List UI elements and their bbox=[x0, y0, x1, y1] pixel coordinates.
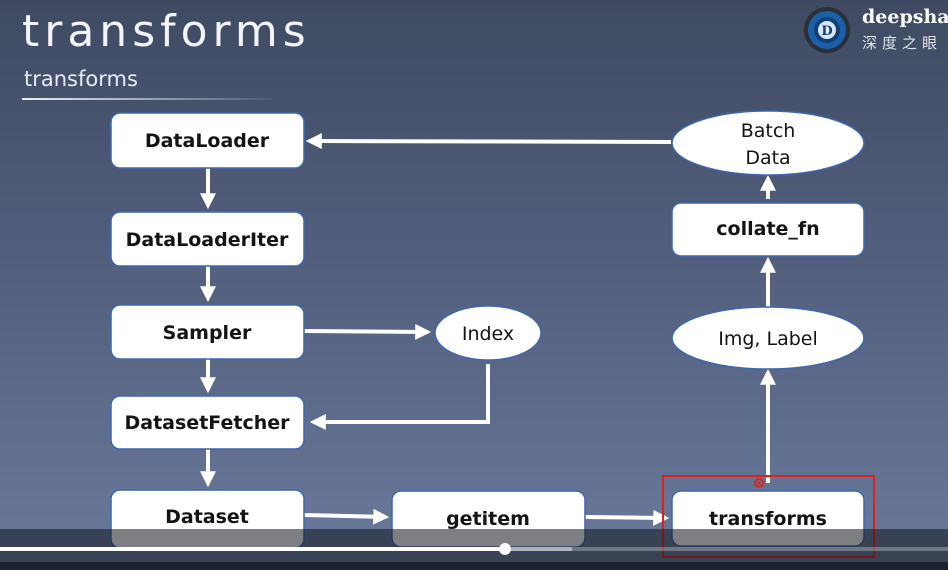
node-label-line1: Batch bbox=[741, 120, 796, 142]
progress-scrubber-handle[interactable] bbox=[499, 543, 512, 555]
page-title: transforms bbox=[22, 6, 311, 57]
node-index: Index bbox=[434, 305, 542, 361]
node-label: DataLoaderIter bbox=[126, 229, 289, 251]
node-label: DatasetFetcher bbox=[125, 412, 291, 434]
eye-logo-icon: D bbox=[804, 7, 850, 53]
arrow-index-to-fetcher bbox=[309, 364, 490, 430]
arrow-getitem-to-transforms bbox=[584, 509, 670, 526]
cursor-pointer-dot bbox=[754, 478, 764, 488]
node-label: DataLoader bbox=[145, 130, 270, 152]
logo-badge-letter: D bbox=[821, 24, 832, 39]
arrow-dataset-to-getitem bbox=[303, 508, 390, 525]
arrow-batch-to-dataloader bbox=[305, 133, 672, 150]
player-controls-strip bbox=[0, 562, 948, 570]
node-label-line2: Data bbox=[745, 147, 790, 169]
connectors bbox=[200, 133, 776, 526]
node-datasetfetcher: DatasetFetcher bbox=[110, 395, 305, 450]
node-sampler: Sampler bbox=[110, 304, 305, 360]
page-subtitle: transforms bbox=[24, 67, 138, 91]
arrow-sampler-to-index bbox=[303, 323, 432, 340]
node-dataloaderiter: DataLoaderIter bbox=[110, 211, 305, 267]
node-label: transforms bbox=[709, 508, 827, 530]
node-label: Index bbox=[462, 323, 514, 345]
subtitle-underline bbox=[22, 98, 272, 100]
node-label: getitem bbox=[446, 508, 530, 530]
node-label: Img, Label bbox=[718, 328, 818, 350]
progress-played bbox=[0, 547, 506, 551]
node-img-label: Img, Label bbox=[671, 306, 865, 370]
node-dataloader: DataLoader bbox=[110, 112, 305, 169]
logo-chinese-text: 深度之眼 bbox=[862, 34, 943, 52]
node-batch-data: Batch Data bbox=[671, 110, 865, 176]
logo-wordmark: deepshar bbox=[862, 6, 948, 28]
node-label: collate_fn bbox=[716, 218, 819, 240]
brand-logo: D deepshar 深度之眼 bbox=[803, 4, 948, 56]
node-collate-fn: collate_fn bbox=[671, 202, 865, 257]
node-label: Sampler bbox=[163, 322, 252, 344]
node-label: Dataset bbox=[165, 506, 249, 528]
